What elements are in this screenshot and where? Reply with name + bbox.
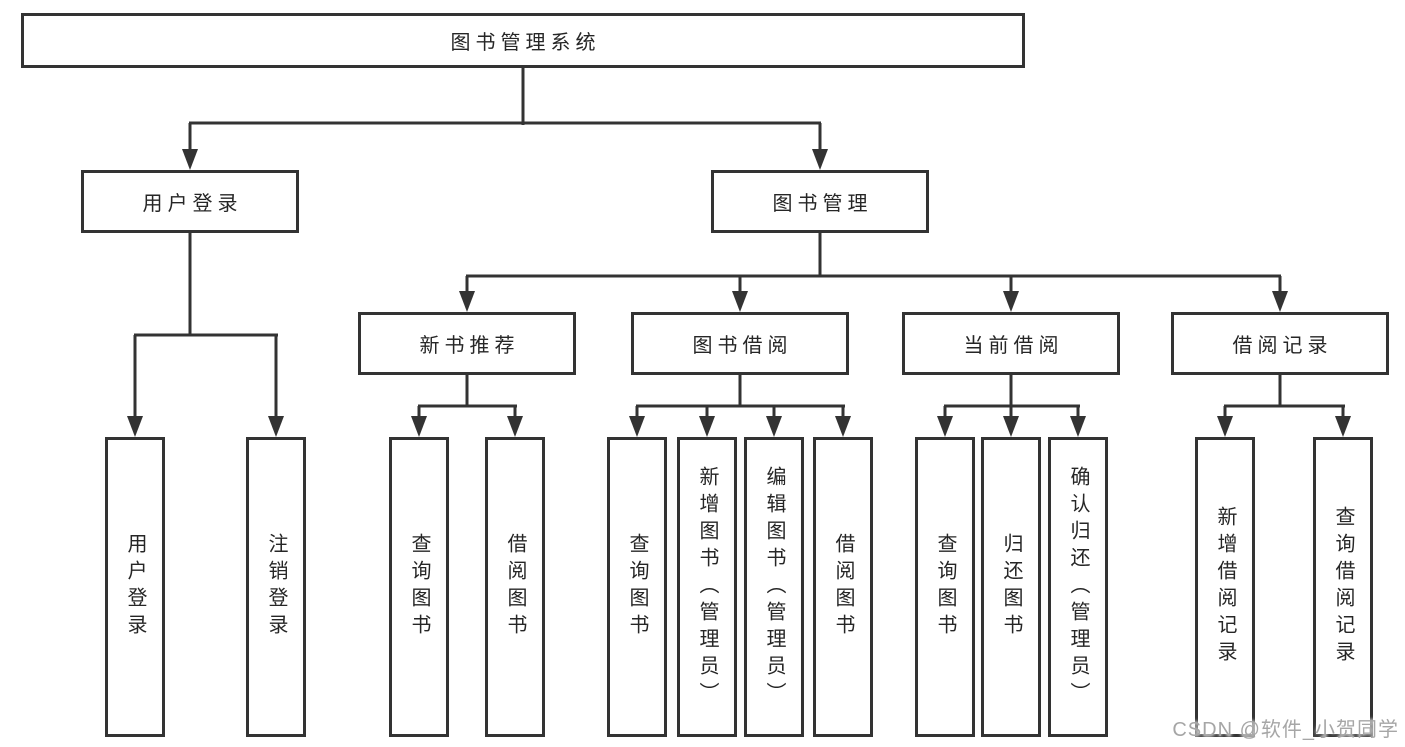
- node-label: 查询图书: [934, 533, 956, 641]
- node-label: 新书推荐: [419, 335, 520, 357]
- node-borrow-records: 借阅记录: [1171, 312, 1389, 375]
- connector-drop: [417, 406, 421, 418]
- arrow-down-icon: [182, 149, 198, 170]
- leaf-rec-borrow-books: 借阅图书: [485, 437, 545, 737]
- node-label: 注销登录: [265, 533, 287, 641]
- arrow-down-icon: [1003, 291, 1019, 312]
- leaf-rec-query-books: 查询图书: [389, 437, 449, 737]
- arrow-down-icon: [835, 416, 851, 437]
- connector-root-stem: [521, 68, 525, 125]
- arrow-down-icon: [812, 149, 828, 170]
- arrow-down-icon: [268, 416, 284, 437]
- node-label: 用户登录: [142, 193, 243, 215]
- node-user-login: 用户登录: [81, 170, 299, 233]
- arrow-down-icon: [937, 416, 953, 437]
- node-label: 查询借阅记录: [1332, 506, 1354, 668]
- node-label: 新增借阅记录: [1214, 506, 1236, 668]
- connector-drop: [1009, 406, 1013, 418]
- connector-new-book-stem: [465, 375, 469, 407]
- node-label: 新增图书（管理员）: [696, 465, 718, 709]
- connector-drop: [635, 406, 639, 418]
- arrow-down-icon: [1070, 416, 1086, 437]
- connector-drop: [1223, 406, 1227, 418]
- leaf-cb-confirm-return: 确认归还（管理员）: [1048, 437, 1108, 737]
- node-label: 借阅图书: [504, 533, 526, 641]
- connector-drop-leaf-login: [133, 335, 137, 417]
- leaf-br-add-record: 新增借阅记录: [1195, 437, 1255, 737]
- connector-drop: [705, 406, 709, 418]
- connector-drop: [772, 406, 776, 418]
- arrow-down-icon: [127, 416, 143, 437]
- connector-user-login-stem: [188, 233, 192, 336]
- connector-user-login-hbar: [134, 333, 278, 337]
- arrow-down-icon: [459, 291, 475, 312]
- connector-drop: [1341, 406, 1345, 418]
- node-label: 查询图书: [408, 533, 430, 641]
- connector-drop-user-login: [188, 123, 192, 151]
- arrow-down-icon: [1217, 416, 1233, 437]
- connector-book-mgmt-hbar: [466, 274, 1281, 278]
- connector-drop-current: [1009, 276, 1013, 293]
- connector-drop: [841, 406, 845, 418]
- connector-records-stem: [1278, 375, 1282, 407]
- leaf-bb-query-books: 查询图书: [607, 437, 667, 737]
- connector-drop-leaf-logout: [274, 335, 278, 417]
- connector-drop-new-book: [465, 276, 469, 293]
- node-system-root: 图书管理系统: [21, 13, 1025, 68]
- csdn-watermark: CSDN @软件_小贺同学: [1172, 719, 1399, 741]
- arrow-down-icon: [1335, 416, 1351, 437]
- node-new-book-rec: 新书推荐: [358, 312, 576, 375]
- arrow-down-icon: [766, 416, 782, 437]
- node-label: 图书管理: [772, 193, 873, 215]
- leaf-logout: 注销登录: [246, 437, 306, 737]
- node-label: 查询图书: [626, 533, 648, 641]
- leaf-cb-query-books: 查询图书: [915, 437, 975, 737]
- arrow-down-icon: [732, 291, 748, 312]
- node-label: 借阅记录: [1232, 335, 1333, 357]
- arrow-down-icon: [1272, 291, 1288, 312]
- arrow-down-icon: [411, 416, 427, 437]
- connector-drop-book-mgmt: [818, 123, 822, 151]
- leaf-user-login: 用户登录: [105, 437, 165, 737]
- connector-current-stem: [1009, 375, 1013, 407]
- node-label: 图书借阅: [692, 335, 793, 357]
- node-label: 图书管理系统: [450, 32, 601, 54]
- connector-book-mgmt-stem: [818, 233, 822, 277]
- leaf-bb-add-books: 新增图书（管理员）: [677, 437, 737, 737]
- node-current-borrow: 当前借阅: [902, 312, 1120, 375]
- connector-borrowing-hbar: [636, 404, 845, 408]
- node-label: 用户登录: [124, 533, 146, 641]
- leaf-br-query-record: 查询借阅记录: [1313, 437, 1373, 737]
- node-label: 确认归还（管理员）: [1067, 465, 1089, 709]
- connector-root-hbar: [189, 121, 821, 125]
- leaf-cb-return-books: 归还图书: [981, 437, 1041, 737]
- arrow-down-icon: [507, 416, 523, 437]
- connector-records-hbar: [1224, 404, 1345, 408]
- arrow-down-icon: [1003, 416, 1019, 437]
- node-label: 当前借阅: [963, 335, 1064, 357]
- node-book-borrowing: 图书借阅: [631, 312, 849, 375]
- connector-drop: [513, 406, 517, 418]
- arrow-down-icon: [699, 416, 715, 437]
- connector-drop-records: [1278, 276, 1282, 293]
- connector-drop: [1076, 406, 1080, 418]
- node-label: 归还图书: [1000, 533, 1022, 641]
- connector-borrowing-stem: [738, 375, 742, 407]
- node-label: 编辑图书（管理员）: [763, 465, 785, 709]
- leaf-bb-edit-books: 编辑图书（管理员）: [744, 437, 804, 737]
- node-label: 借阅图书: [832, 533, 854, 641]
- leaf-bb-borrow-books: 借阅图书: [813, 437, 873, 737]
- connector-new-book-hbar: [418, 404, 517, 408]
- connector-drop: [943, 406, 947, 418]
- arrow-down-icon: [629, 416, 645, 437]
- node-book-mgmt: 图书管理: [711, 170, 929, 233]
- connector-drop-borrowing: [738, 276, 742, 293]
